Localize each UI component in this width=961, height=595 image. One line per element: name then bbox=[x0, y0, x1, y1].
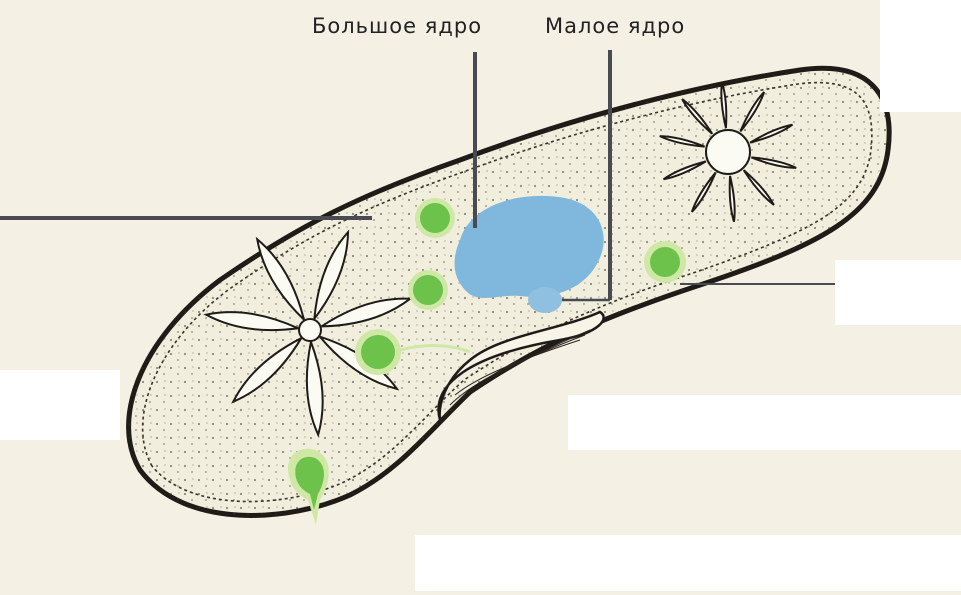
label-micronucleus: Малое ядро bbox=[545, 14, 685, 38]
blank-box-top-right bbox=[880, 0, 961, 112]
green-vacuole-icon bbox=[644, 241, 686, 283]
blank-box-left bbox=[0, 370, 120, 440]
micronucleus bbox=[528, 287, 562, 313]
blank-box-right-lower bbox=[568, 395, 961, 450]
green-vacuole-icon bbox=[415, 198, 455, 238]
blank-box-bottom bbox=[415, 535, 961, 591]
green-vacuole-icon bbox=[408, 270, 448, 310]
label-macronucleus: Большое ядро bbox=[312, 14, 482, 38]
blank-box-right bbox=[835, 260, 961, 325]
